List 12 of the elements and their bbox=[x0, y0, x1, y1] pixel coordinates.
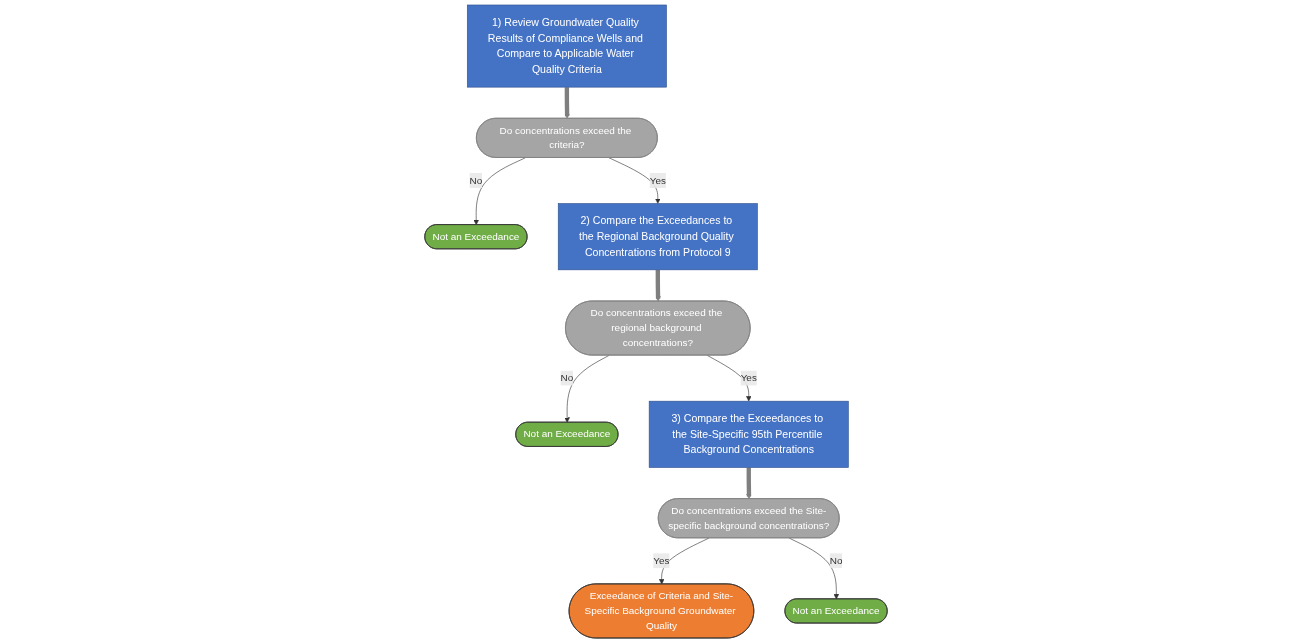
edge-label: Yes bbox=[740, 372, 757, 384]
node-box: 3) Compare the Exceedances to the Site-Specific 95th Percentile Background Concentrations bbox=[648, 400, 849, 468]
arrow bbox=[655, 269, 661, 302]
node-box: 2) Compare the Exceedances to the Regional Background Quality Concentrations from Protocol 9 bbox=[557, 203, 758, 271]
edge-label: Yes bbox=[649, 174, 666, 186]
edge-label: No bbox=[560, 372, 574, 384]
edge-label: Yes bbox=[653, 555, 670, 566]
edge-label: No bbox=[829, 555, 843, 566]
edge-label: No bbox=[469, 174, 483, 186]
arrow bbox=[564, 87, 570, 119]
node-box: 1) Review Groundwater Quality Results of Compliance Wells and Compare to Applicable Water Quality Criteria bbox=[466, 4, 667, 88]
arrow bbox=[746, 467, 752, 500]
